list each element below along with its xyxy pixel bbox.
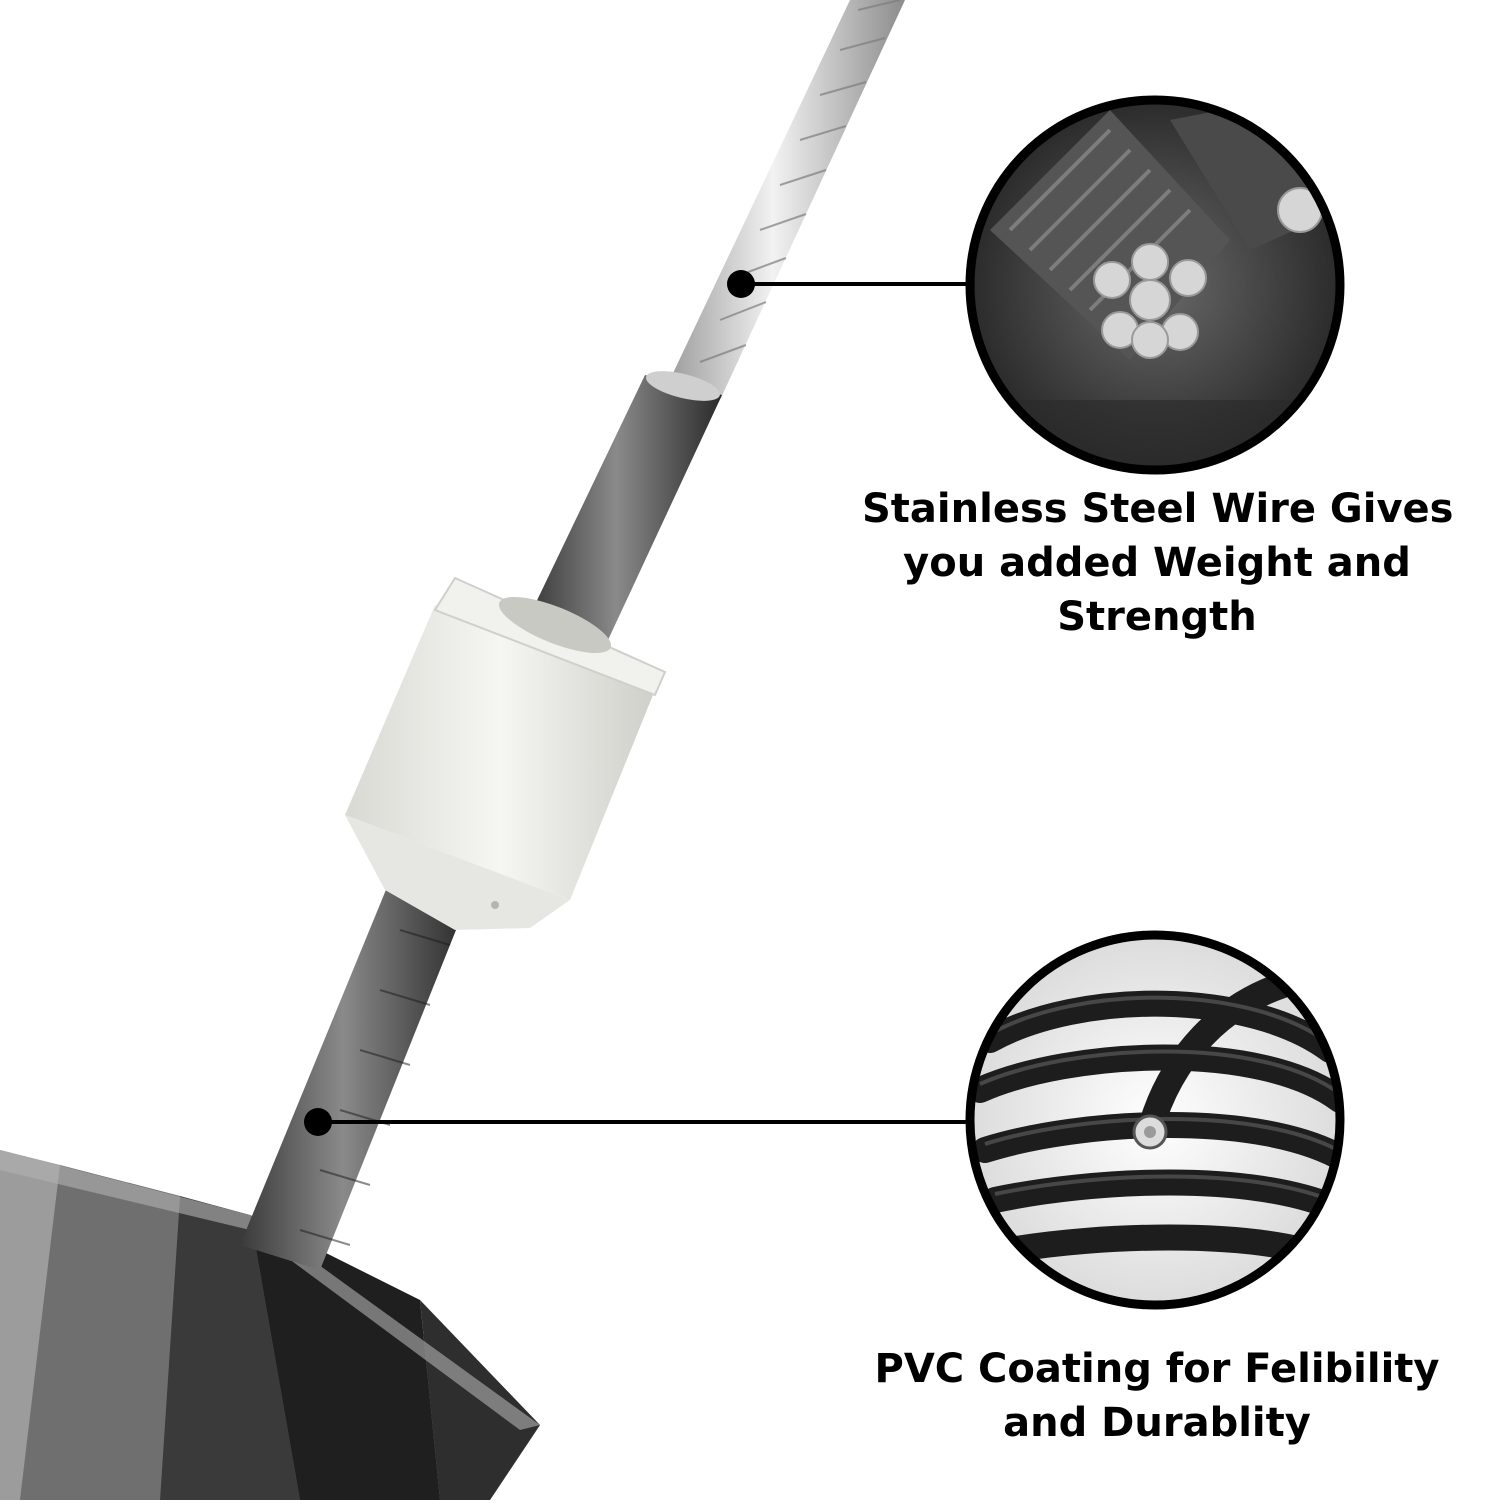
pvc-coated-cable-coil-icon bbox=[965, 930, 1345, 1310]
callout-dot-top bbox=[727, 270, 755, 298]
pvc-coating-caption: PVC Coating for Felibility and Durablity bbox=[862, 1342, 1452, 1450]
steel-wire-caption-line-2: you added Weight and bbox=[903, 540, 1411, 586]
steel-wire-caption-line-1: Stainless Steel Wire Gives bbox=[862, 486, 1454, 532]
steel-wire-caption: Stainless Steel Wire Gives you added Wei… bbox=[862, 482, 1454, 644]
bare-steel-wire bbox=[665, 0, 905, 400]
pvc-coating-caption-line-2: and Durablity bbox=[1003, 1400, 1311, 1446]
pvc-coating-caption-line-1: PVC Coating for Felibility bbox=[874, 1346, 1440, 1392]
coated-wire-lower bbox=[240, 880, 468, 1270]
rope-handle bbox=[0, 1150, 540, 1500]
callout-lines bbox=[304, 270, 968, 1136]
white-bushing bbox=[345, 576, 667, 930]
steel-wire-caption-line-3: Strength bbox=[1057, 594, 1257, 640]
coated-wire-upper bbox=[530, 371, 722, 640]
callout-dot-bottom bbox=[304, 1108, 332, 1136]
steel-wire-cross-section-icon bbox=[965, 95, 1345, 475]
